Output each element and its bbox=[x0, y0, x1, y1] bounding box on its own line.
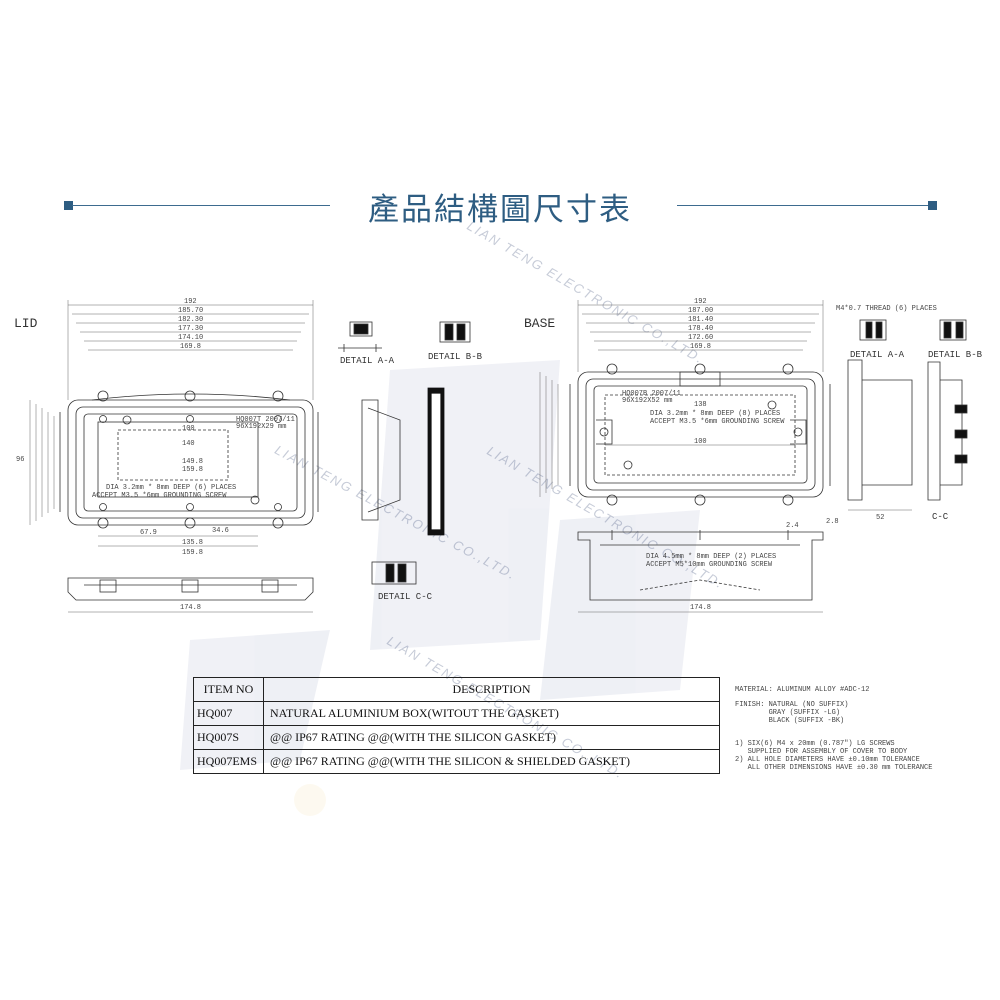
lid-view-label: LID bbox=[14, 316, 38, 331]
lid-holes-note: DIA 3.2mm * 8mm DEEP (6) PLACES bbox=[106, 484, 237, 492]
base-side-profile bbox=[577, 530, 824, 613]
item-description: NATURAL ALUMINIUM BOX(WITOUT THE GASKET) bbox=[263, 701, 720, 726]
base-detail-b-label: DETAIL B-B bbox=[928, 350, 983, 360]
base-view-label: BASE bbox=[524, 316, 556, 331]
lid-detail-b bbox=[439, 321, 471, 343]
dim-lid-w3: 182.30 bbox=[178, 316, 204, 324]
heading-left-line bbox=[72, 205, 330, 206]
item-code: HQ007S bbox=[192, 725, 265, 750]
dim-base-height: 52 bbox=[876, 514, 885, 522]
dim-base-138: 138 bbox=[694, 401, 707, 409]
header-item-no: ITEM NO bbox=[192, 677, 265, 702]
tolerance-note-3: 2) ALL HOLE DIAMETERS HAVE ±0.10mm TOLER… bbox=[735, 756, 920, 764]
lid-detail-a-label: DETAIL A-A bbox=[340, 356, 395, 366]
lid-top-view bbox=[59, 390, 319, 529]
header-description: DESCRIPTION bbox=[263, 677, 720, 702]
base-holes-note: DIA 3.2mm * 8mm DEEP (8) PLACES bbox=[650, 410, 781, 418]
dim-lid-w4: 177.30 bbox=[178, 325, 204, 333]
dim-lid-w2: 185.70 bbox=[178, 307, 204, 315]
base-dimension-lines bbox=[539, 300, 824, 497]
dim-lid-bot4: 159.8 bbox=[182, 549, 204, 557]
base-detail-b bbox=[939, 319, 967, 341]
base-ground-screw-note: ACCEPT M5*10mm GROUNDING SCREW bbox=[646, 561, 773, 569]
base-section-label: C-C bbox=[932, 512, 949, 522]
item-code: HQ007EMS bbox=[192, 749, 265, 774]
dim-base-28: 2.8 bbox=[826, 518, 839, 526]
dim-lid-bot3: 135.8 bbox=[182, 539, 204, 547]
dim-base-width: 192 bbox=[694, 298, 707, 306]
finish-note-3: BLACK (SUFFIX -BK) bbox=[735, 717, 845, 725]
lid-detail-c bbox=[371, 561, 417, 585]
dim-lid-side: 174.8 bbox=[180, 604, 202, 612]
dim-lid-w5: 174.10 bbox=[178, 334, 204, 342]
lid-dimension-lines bbox=[29, 300, 314, 547]
heading-right-dot bbox=[928, 201, 937, 210]
item-description: @@ IP67 RATING @@(WITH THE SILICON GASKE… bbox=[263, 725, 720, 750]
item-description: @@ IP67 RATING @@(WITH THE SILICON & SHI… bbox=[263, 749, 720, 774]
dim-lid-100: 100 bbox=[182, 425, 195, 433]
lid-detail-b-label: DETAIL B-B bbox=[428, 352, 483, 362]
base-section-view bbox=[847, 359, 968, 511]
base-detail-a bbox=[859, 319, 887, 341]
item-table-header: ITEM NO DESCRIPTION bbox=[192, 677, 720, 702]
lid-mark-1: HQ007T 2007/11 bbox=[236, 416, 295, 424]
dim-base-w4: 178.40 bbox=[688, 325, 714, 333]
dim-lid-height: 96 bbox=[16, 456, 25, 464]
base-mark-2: 96X192X52 mm bbox=[622, 397, 673, 405]
lid-detail-a bbox=[338, 321, 382, 352]
finish-note-2: GRAY (SUFFIX -LG) bbox=[735, 709, 841, 717]
dim-base-side: 174.8 bbox=[690, 604, 712, 612]
heading-left-dot bbox=[64, 201, 73, 210]
heading-right-line bbox=[677, 205, 935, 206]
lid-side-profile bbox=[67, 577, 314, 613]
dim-lid-w6: 169.8 bbox=[180, 343, 202, 351]
lid-section-view bbox=[361, 387, 445, 536]
tolerance-note-1: 1) SIX(6) M4 x 20mm (0.787") LG SCREWS bbox=[735, 740, 895, 748]
finish-note-1: FINISH: NATURAL (NO SUFFIX) bbox=[735, 701, 849, 709]
item-table: ITEM NO DESCRIPTION HQ007 NATURAL ALUMIN… bbox=[192, 677, 720, 774]
base-thread-note: M4*0.7 THREAD (6) PLACES bbox=[836, 305, 937, 313]
material-note: MATERIAL: ALUMINUM ALLOY #ADC-12 bbox=[735, 686, 870, 694]
dim-base-w5: 172.60 bbox=[688, 334, 714, 342]
dim-lid-inner: 140 bbox=[182, 440, 195, 448]
tolerance-note-4: ALL OTHER DIMENSIONS HAVE ±0.30 mm TOLER… bbox=[735, 764, 933, 772]
table-row: HQ007EMS @@ IP67 RATING @@(WITH THE SILI… bbox=[192, 749, 720, 774]
table-row: HQ007 NATURAL ALUMINIUM BOX(WITOUT THE G… bbox=[192, 701, 720, 726]
dim-lid-width: 192 bbox=[184, 298, 197, 306]
page-title: 產品結構圖尺寸表 bbox=[368, 192, 632, 228]
base-ground-note: DIA 4.5mm * 8mm DEEP (2) PLACES bbox=[646, 553, 777, 561]
lid-screw-note: ACCEPT M3.5 *6mm GROUNDING SCREW bbox=[92, 492, 227, 500]
dim-lid-bot2: 34.6 bbox=[212, 527, 229, 535]
dim-lid-bot1: 67.9 bbox=[140, 529, 157, 537]
item-code: HQ007 bbox=[192, 701, 265, 726]
heading-row: 產品結構圖尺寸表 bbox=[60, 180, 940, 230]
lid-detail-c-label: DETAIL C-C bbox=[378, 592, 433, 602]
dim-lid-inner3: 159.8 bbox=[182, 466, 204, 474]
dim-base-w6: 169.8 bbox=[690, 343, 712, 351]
dim-lid-inner2: 149.8 bbox=[182, 458, 204, 466]
base-mark-1: HQ007B 2007/11 bbox=[622, 390, 681, 398]
base-screw-note: ACCEPT M3.5 *6mm GROUNDING SCREW bbox=[650, 418, 785, 426]
dim-base-w3: 181.40 bbox=[688, 316, 714, 324]
lid-mark-2: 96X192X29 mm bbox=[236, 423, 287, 431]
dim-base-w2: 187.00 bbox=[688, 307, 714, 315]
base-detail-a-label: DETAIL A-A bbox=[850, 350, 905, 360]
dim-base-24: 2.4 bbox=[786, 522, 799, 530]
dim-base-100: 100 bbox=[694, 438, 707, 446]
tolerance-note-2: SUPPLIED FOR ASSEMBLY OF COVER TO BODY bbox=[735, 748, 908, 756]
base-top-view bbox=[569, 363, 831, 506]
table-row: HQ007S @@ IP67 RATING @@(WITH THE SILICO… bbox=[192, 725, 720, 750]
